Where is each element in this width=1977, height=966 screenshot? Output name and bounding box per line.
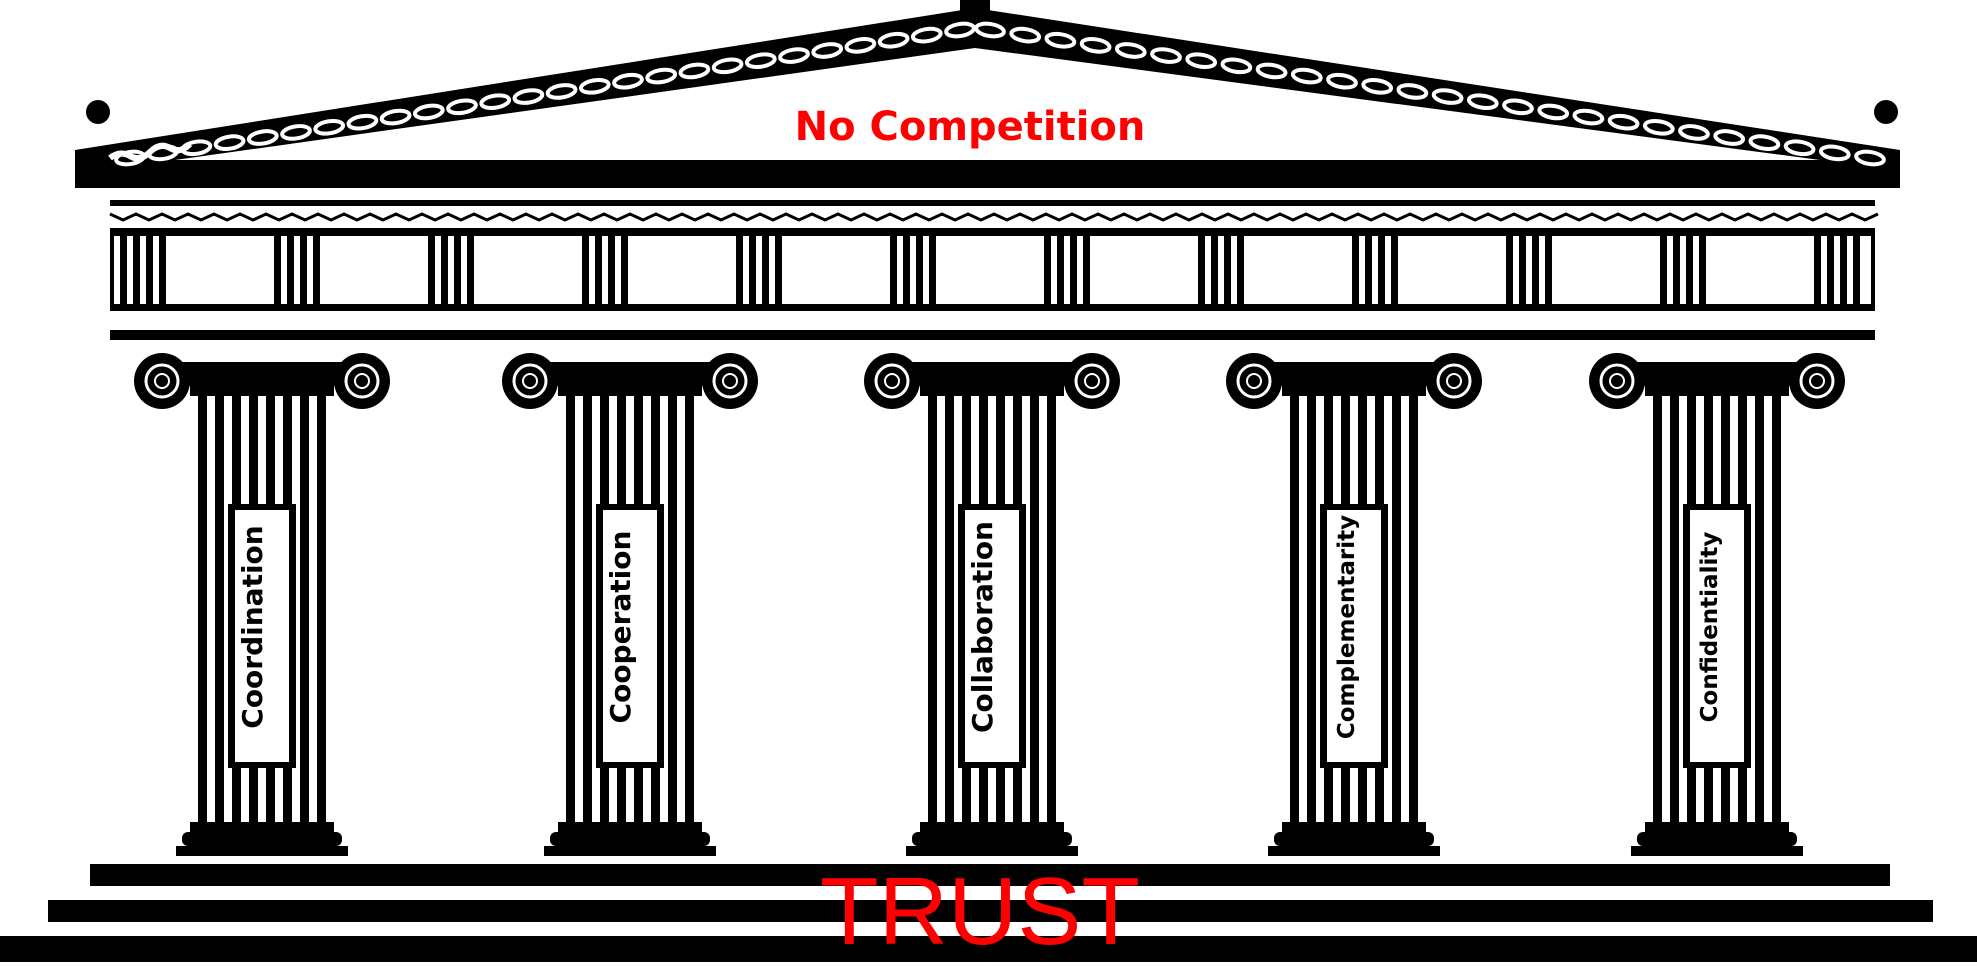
pillar-capital: [134, 353, 390, 409]
pillar-base: [1631, 822, 1803, 856]
pillar-capital: [864, 353, 1120, 409]
pillar-label-panel: Collaboration: [958, 504, 1026, 768]
pillar-base: [1268, 822, 1440, 856]
pillar-base: [906, 822, 1078, 856]
dentil-band: [110, 214, 1878, 220]
pillar-capital: [502, 353, 758, 409]
roof-title: No Competition: [795, 104, 1146, 150]
pillar-base: [176, 822, 348, 856]
pillar-label-panel: Confidentiality: [1683, 504, 1751, 768]
pediment: [75, 0, 1900, 188]
pillar-base: [544, 822, 716, 856]
pillar-label: Coordination: [236, 525, 269, 728]
pillar-capital: [1226, 353, 1482, 409]
pillar-1: Coordination: [134, 353, 390, 856]
pillar-label: Confidentiality: [1697, 532, 1723, 723]
pillar-label: Cooperation: [604, 531, 637, 724]
pillars: Coordination Cooperation Collaboration Comp…: [134, 353, 1845, 856]
entablature: [110, 200, 1878, 340]
pillar-capital: [1589, 353, 1845, 409]
pillar-label: Complementarity: [1334, 515, 1360, 739]
pillar-4: Complementarity: [1226, 353, 1482, 856]
triglyph-frieze: [110, 236, 1875, 304]
base-title: TRUST: [820, 858, 1140, 965]
pillar-label: Collaboration: [966, 521, 999, 733]
pillar-label-panel: Coordination: [228, 504, 296, 768]
pillar-2: Cooperation: [502, 353, 758, 856]
pillar-label-panel: Cooperation: [596, 504, 664, 768]
pillar-5: Confidentiality: [1589, 353, 1845, 856]
pillar-label-panel: Complementarity: [1320, 504, 1388, 768]
pillar-3: Collaboration: [864, 353, 1120, 856]
